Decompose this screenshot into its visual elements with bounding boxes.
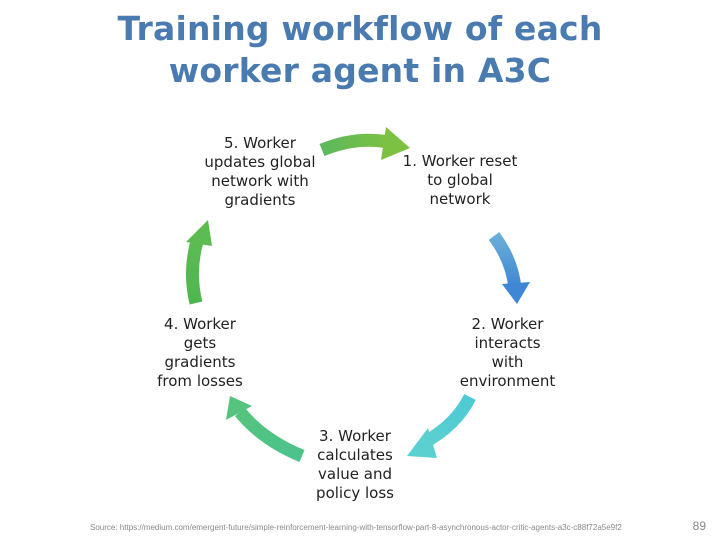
title-line-2: worker agent in A3C (168, 51, 552, 90)
arrow-step1-to-step2 (488, 232, 530, 304)
arrow-step3-to-step4 (226, 396, 305, 463)
page-number: 89 (692, 519, 706, 533)
title-line-1: Training workflow of each (117, 9, 603, 48)
step-5-label: 5. Worker updates global network with gr… (204, 134, 316, 209)
step-3-label: 3. Worker calculates value and policy lo… (316, 427, 394, 502)
arrow-step5-to-step1 (319, 127, 410, 160)
step-1-label: 1. Worker reset to global network (402, 152, 518, 208)
arrow-step2-to-step3 (407, 393, 476, 458)
step-4-label: 4. Worker gets gradients from losses (157, 315, 243, 390)
arrow-step4-to-step5 (185, 220, 212, 305)
step-2-label: 2. Worker interacts with environment (459, 315, 556, 390)
slide-title: Training workflow of each worker agent i… (0, 8, 720, 92)
source-citation: Source: https://medium.com/emergent-futu… (90, 523, 622, 532)
